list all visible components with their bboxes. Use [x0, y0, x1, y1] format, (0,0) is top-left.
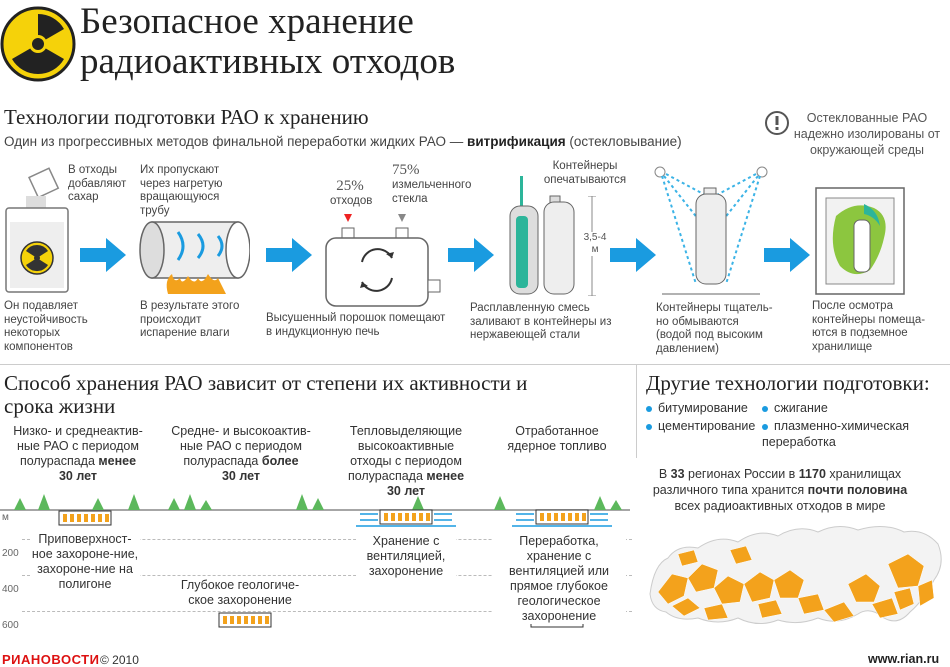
section-divider — [0, 364, 950, 365]
depth-label: 400 — [2, 584, 19, 595]
column4-method: Переработка, хранение с вентиляцией или … — [492, 534, 626, 624]
other-tech-list: битумирование сжигание цементирование пл… — [646, 400, 946, 450]
container-height: 3,5-4 м — [582, 232, 608, 256]
depth-line — [22, 611, 632, 612]
tree-icon — [412, 496, 424, 510]
depth-line — [22, 575, 632, 576]
step1-top-text: В отходы добавляют сахар — [68, 164, 127, 203]
tree-icon — [14, 498, 26, 510]
step1-bottom-text: Он подавляет неустойчивость некоторых ко… — [4, 300, 88, 353]
exclamation-icon — [765, 111, 789, 135]
list-item: цементирование плазменно-химическая пере… — [646, 418, 946, 450]
arrow-right-icon — [610, 238, 656, 272]
column2-header: Средне- и высокоактив-ные РАО с периодом… — [171, 424, 311, 483]
depth-label: 600 — [2, 620, 19, 631]
step5-bottom-text: Контейнеры тщатель-но обмываются (водой … — [656, 302, 773, 355]
storage-container-icon — [218, 612, 272, 628]
russia-stat: В 33 регионах России в 1170 хранилищах р… — [652, 467, 908, 513]
depth-line — [22, 539, 632, 540]
title-line-1: Безопасное хранение — [80, 1, 414, 42]
page-title: Безопасное хранение радиоактивных отходо… — [80, 2, 455, 82]
step3-pct1: 25% отходов — [330, 178, 373, 207]
depth-label: м — [2, 512, 9, 523]
step4-bottom-text: Расплавленную смесь заливают в контейнер… — [470, 302, 612, 341]
storage-container-icon — [58, 510, 112, 526]
column1-header: Низко- и среднеактив-ные РАО с периодом … — [13, 424, 143, 483]
column4-header: Отработанное ядерное топливо — [507, 424, 607, 453]
ria-logo[interactable]: РИАНОВОСТИ — [2, 652, 100, 667]
step2-bottom-text: В результате этого происходит испарение … — [140, 300, 240, 339]
ground-scene — [0, 494, 630, 511]
column3-header: Тепловыделяющие высокоактивные отходы с … — [347, 424, 465, 498]
section1-heading: Технологии подготовки РАО к хранению — [4, 105, 369, 129]
rotating-tube-icon — [139, 221, 250, 294]
radiation-logo-icon — [0, 6, 76, 82]
column3-method: Хранение с вентиляцией, захоронение — [356, 534, 456, 579]
step6-bottom-text: После осмотра контейнеры помеща-ются в п… — [812, 300, 926, 353]
tree-icon — [184, 494, 196, 510]
arrow-right-icon — [266, 238, 312, 272]
list-item: битумирование сжигание — [646, 400, 946, 416]
washing-container-icon — [654, 166, 768, 295]
arrow-right-icon — [80, 238, 126, 272]
section1-subtitle: Один из прогрессивных методов финальной … — [4, 134, 682, 149]
section2-heading: Способ хранения РАО зависит от степени и… — [4, 371, 528, 418]
column1-method: Приповерхност-ное захороне-ние, захороне… — [30, 532, 140, 592]
tree-icon — [168, 498, 180, 510]
column2-method: Глубокое геологиче-ское захоронение — [180, 578, 300, 608]
ventilated-container-icon — [356, 509, 456, 527]
copyright: © 2010 — [100, 653, 139, 667]
underground-storage-icon — [815, 187, 905, 295]
site-link[interactable]: www.rian.ru — [868, 652, 940, 666]
tree-icon — [594, 496, 606, 510]
step2-top-text: Их пропускают через нагретую вращающуюся… — [140, 164, 223, 217]
step3-bottom-text: Высушенный порошок помещают в индукционн… — [266, 312, 446, 338]
step3-pct2: 75% измельченного стекла — [392, 162, 472, 205]
vitrified-note: Остеклованные РАО надежно изолированы от… — [793, 111, 941, 157]
column-divider — [636, 364, 637, 458]
tree-icon — [312, 498, 324, 510]
step4-top-text: Контейнеры опечатываются — [543, 160, 627, 186]
tree-icon — [128, 494, 140, 510]
tree-icon — [92, 498, 104, 510]
tree-icon — [610, 500, 622, 510]
tree-icon — [494, 496, 506, 510]
arrow-right-icon — [448, 238, 494, 272]
tree-icon — [38, 494, 50, 510]
ventilated-container-icon — [512, 509, 612, 527]
induction-furnace-icon — [325, 214, 441, 307]
russia-map — [649, 526, 942, 624]
tree-icon — [200, 500, 212, 510]
tree-icon — [296, 494, 308, 510]
depth-label: 200 — [2, 548, 19, 559]
steel-containers-icon — [509, 176, 575, 295]
title-line-2: радиоактивных отходов — [80, 41, 456, 82]
arrow-right-icon — [764, 238, 810, 272]
section3-heading: Другие технологии подготовки: — [646, 371, 930, 395]
sugar-tank-icon — [5, 167, 69, 293]
